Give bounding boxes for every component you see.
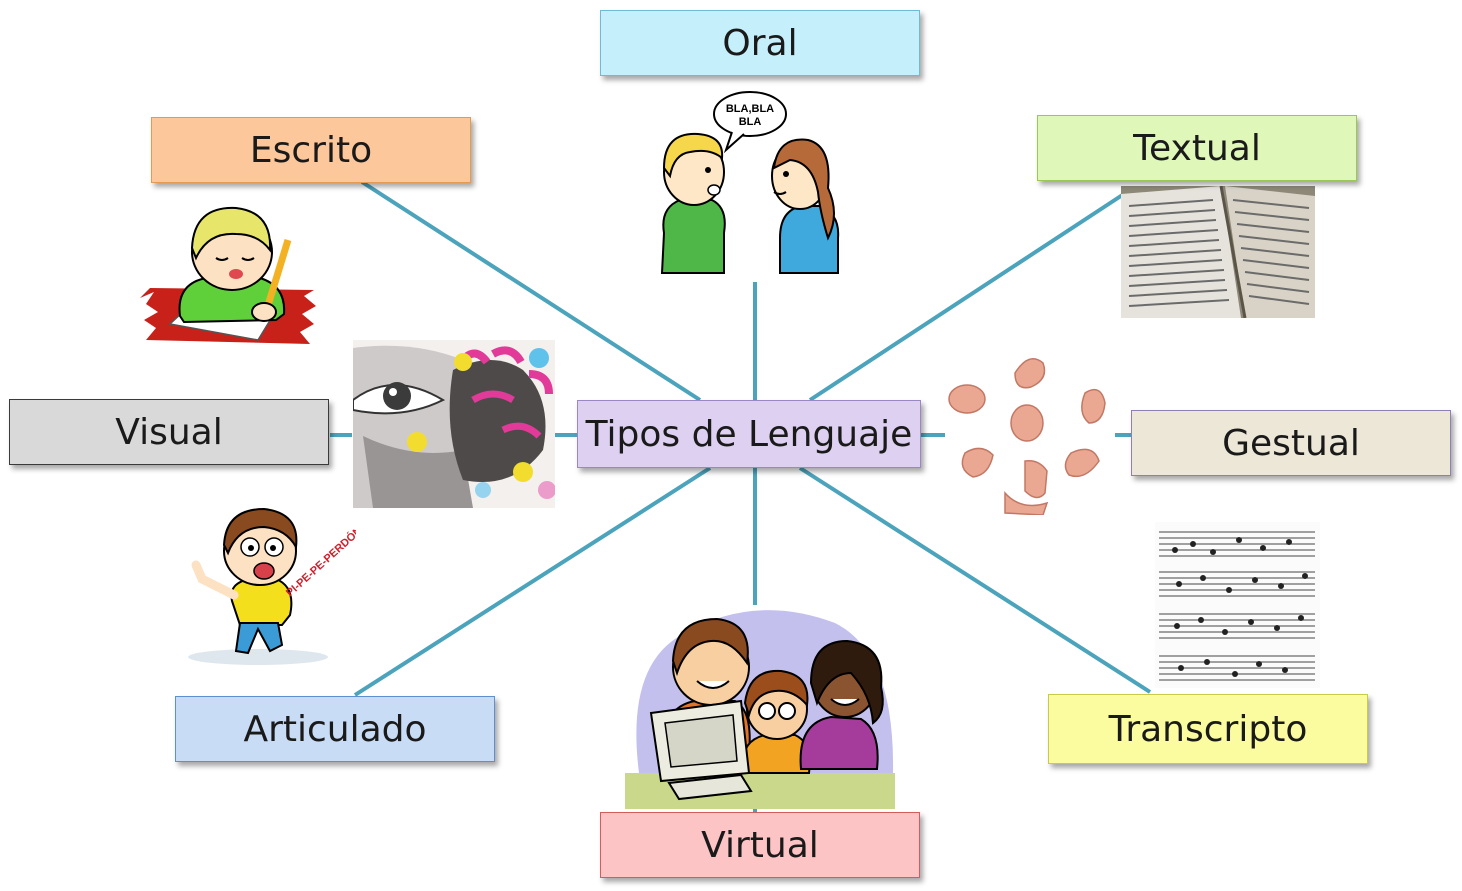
node-gestual[interactable]: Gestual: [1131, 410, 1451, 476]
hand-signs-illustration: [948, 358, 1106, 515]
node-oral[interactable]: Oral: [600, 10, 920, 76]
node-visual[interactable]: Visual: [9, 399, 329, 465]
connector-transcripto: [798, 466, 1152, 694]
writing-kid-illustration: [140, 206, 316, 344]
connector-escrito: [360, 180, 702, 402]
node-virtual[interactable]: Virtual: [600, 812, 920, 878]
speech-bubble-text-1: BLA,BLA: [726, 103, 774, 115]
center-node-tipos-de-lenguaje[interactable]: Tipos de Lenguaje: [577, 400, 921, 468]
speech-bubble-text-2: BLA: [739, 116, 762, 128]
eye-painting-illustration: [353, 340, 555, 508]
connector-articulado: [353, 466, 712, 697]
shouting-boy-illustration: PI-PE-PE-PERDÓN!: [188, 507, 356, 665]
node-escrito[interactable]: Escrito: [151, 117, 471, 183]
talking-kids-illustration: BLA,BLA BLA: [660, 91, 840, 274]
open-book-illustration: [1121, 186, 1315, 318]
sheet-music-illustration: [1155, 522, 1320, 688]
node-articulado[interactable]: Articulado: [175, 696, 495, 762]
node-transcripto[interactable]: Transcripto: [1048, 694, 1368, 764]
connector-textual: [808, 188, 1132, 402]
kids-computer-illustration: [625, 610, 895, 809]
node-textual[interactable]: Textual: [1037, 115, 1357, 181]
